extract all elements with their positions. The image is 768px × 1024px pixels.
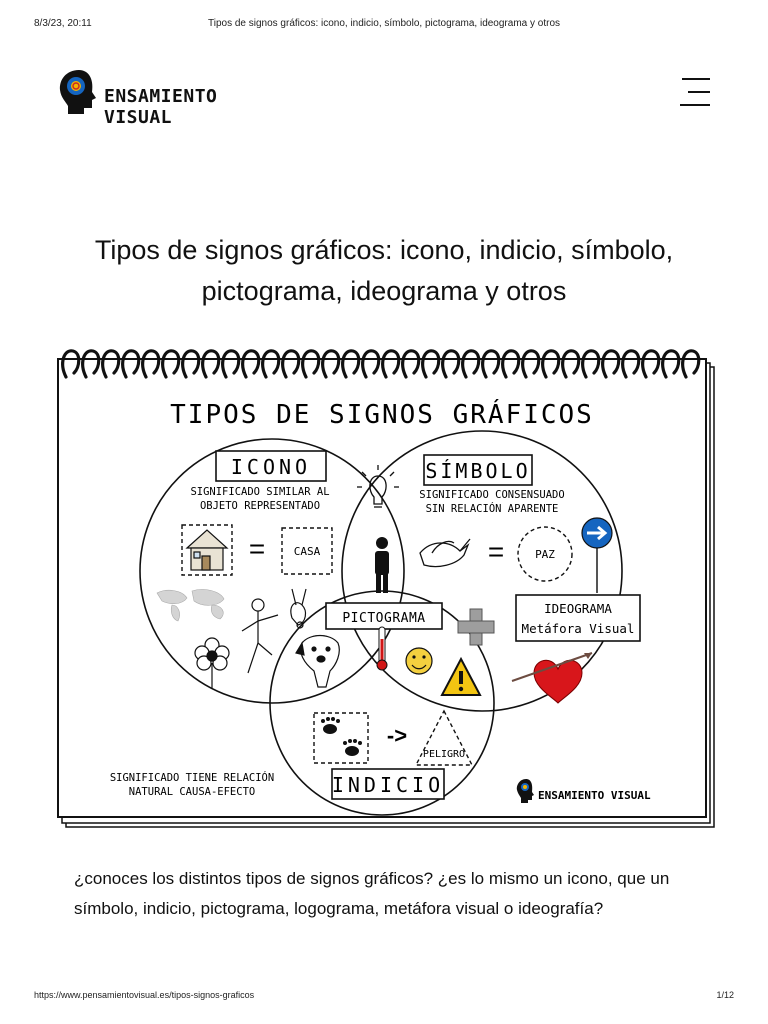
house-icon xyxy=(185,529,229,571)
indicio-label: INDICIO xyxy=(332,773,444,797)
icono-label: ICONO xyxy=(231,455,311,479)
spiral-binding xyxy=(61,349,701,379)
icono-desc-line2: OBJETO REPRESENTADO xyxy=(200,500,320,512)
pictograma-label: PICTOGRAMA xyxy=(342,611,425,626)
paw-prints-icon xyxy=(321,717,362,756)
dog-icon xyxy=(295,634,340,688)
spiral-ring xyxy=(581,349,601,379)
simbolo-label: SÍMBOLO xyxy=(425,459,530,483)
spiral-ring xyxy=(501,349,521,379)
indicio-arrow: -> xyxy=(387,723,407,748)
spiral-ring xyxy=(181,349,201,379)
article-intro: ¿conoces los distintos tipos de signos g… xyxy=(74,869,670,918)
infographic-svg: TIPOS DE SIGNOS GRÁFICOS ICONO SIGNIFICA… xyxy=(57,349,715,828)
rabbit-icon xyxy=(290,588,307,629)
spiral-ring xyxy=(481,349,501,379)
spiral-ring xyxy=(121,349,141,379)
hamburger-menu-button[interactable] xyxy=(680,78,710,106)
logo-head-icon xyxy=(59,70,96,114)
watermark-text: ENSAMIENTO VISUAL xyxy=(538,789,651,802)
print-datetime: 8/3/23, 20:11 xyxy=(34,18,92,29)
warning-icon xyxy=(440,656,482,696)
spiral-ring xyxy=(301,349,321,379)
spiral-ring xyxy=(81,349,101,379)
plus-icon xyxy=(457,608,495,646)
spiral-ring xyxy=(141,349,161,379)
svg-text:=: = xyxy=(488,536,504,567)
spiral-ring xyxy=(561,349,581,379)
spiral-ring xyxy=(241,349,261,379)
spiral-ring xyxy=(621,349,641,379)
spiral-ring xyxy=(401,349,421,379)
spiral-ring xyxy=(461,349,481,379)
infographic-heading: TIPOS DE SIGNOS GRÁFICOS xyxy=(170,398,594,430)
simbolo-desc-line2: SIN RELACIÓN APARENTE xyxy=(426,502,559,515)
ideograma-label: IDEOGRAMA xyxy=(544,601,612,616)
stick-figure-icon xyxy=(241,598,279,674)
dove-icon xyxy=(419,538,471,568)
spiral-ring xyxy=(61,349,81,379)
simbolo-desc-line1: SIGNIFICADO CONSENSUADO xyxy=(419,489,564,501)
spiral-ring xyxy=(361,349,381,379)
logo-text: ENSAMIENTO VISUAL xyxy=(104,86,218,128)
print-footer: https://www.pensamientovisual.es/tipos-s… xyxy=(34,990,734,1002)
menu-line-icon xyxy=(680,104,710,106)
print-document-title: Tipos de signos gráficos: icono, indicio… xyxy=(207,18,561,29)
menu-line-icon xyxy=(682,78,710,80)
world-map-icon xyxy=(156,589,225,622)
spiral-ring xyxy=(601,349,621,379)
spiral-ring xyxy=(441,349,461,379)
spiral-ring xyxy=(661,349,681,379)
print-header: 8/3/23, 20:11 Tipos de signos gráficos: … xyxy=(34,18,734,32)
print-url: https://www.pensamientovisual.es/tipos-s… xyxy=(34,990,255,1000)
flower-icon xyxy=(194,637,230,689)
spiral-ring xyxy=(641,349,661,379)
smiley-icon xyxy=(405,647,433,675)
indicio-circle xyxy=(269,590,495,816)
indicio-word: PELIGRO xyxy=(423,749,465,760)
spiral-ring xyxy=(681,349,701,379)
article-title: Tipos de signos gráficos: icono, indicio… xyxy=(94,235,674,306)
spiral-ring xyxy=(161,349,181,379)
infographic: TIPOS DE SIGNOS GRÁFICOS ICONO SIGNIFICA… xyxy=(52,343,716,833)
spiral-ring xyxy=(421,349,441,379)
spiral-ring xyxy=(201,349,221,379)
spiral-ring xyxy=(381,349,401,379)
spiral-ring xyxy=(541,349,561,379)
site-header: ENSAMIENTO VISUAL xyxy=(56,66,712,128)
svg-text:=: = xyxy=(249,533,265,564)
road-sign-icon xyxy=(581,517,613,593)
watermark-logo: ENSAMIENTO VISUAL xyxy=(516,779,651,803)
spiral-ring xyxy=(261,349,281,379)
spiral-ring xyxy=(321,349,341,379)
heart-arrow-icon xyxy=(511,652,593,704)
icono-word: CASA xyxy=(294,545,321,558)
indicio-desc-line2: NATURAL CAUSA-EFECTO xyxy=(129,786,255,798)
spiral-ring xyxy=(341,349,361,379)
person-pictogram-icon xyxy=(375,537,389,593)
thermometer-icon xyxy=(376,626,388,671)
simbolo-circle xyxy=(341,430,623,712)
menu-line-icon xyxy=(688,91,710,93)
simbolo-word: PAZ xyxy=(535,548,555,561)
ideograma-sublabel: Metáfora Visual xyxy=(522,621,635,636)
indicio-desc-line1: SIGNIFICADO TIENE RELACIÓN xyxy=(110,771,274,784)
print-page-number: 1/12 xyxy=(716,990,734,1000)
icono-desc-line1: SIGNIFICADO SIMILAR AL xyxy=(190,486,329,498)
spiral-ring xyxy=(281,349,301,379)
spiral-ring xyxy=(521,349,541,379)
spiral-ring xyxy=(101,349,121,379)
icono-circle xyxy=(139,438,405,704)
spiral-ring xyxy=(221,349,241,379)
site-logo[interactable]: ENSAMIENTO VISUAL xyxy=(56,66,217,128)
lightbulb-icon xyxy=(357,465,399,508)
